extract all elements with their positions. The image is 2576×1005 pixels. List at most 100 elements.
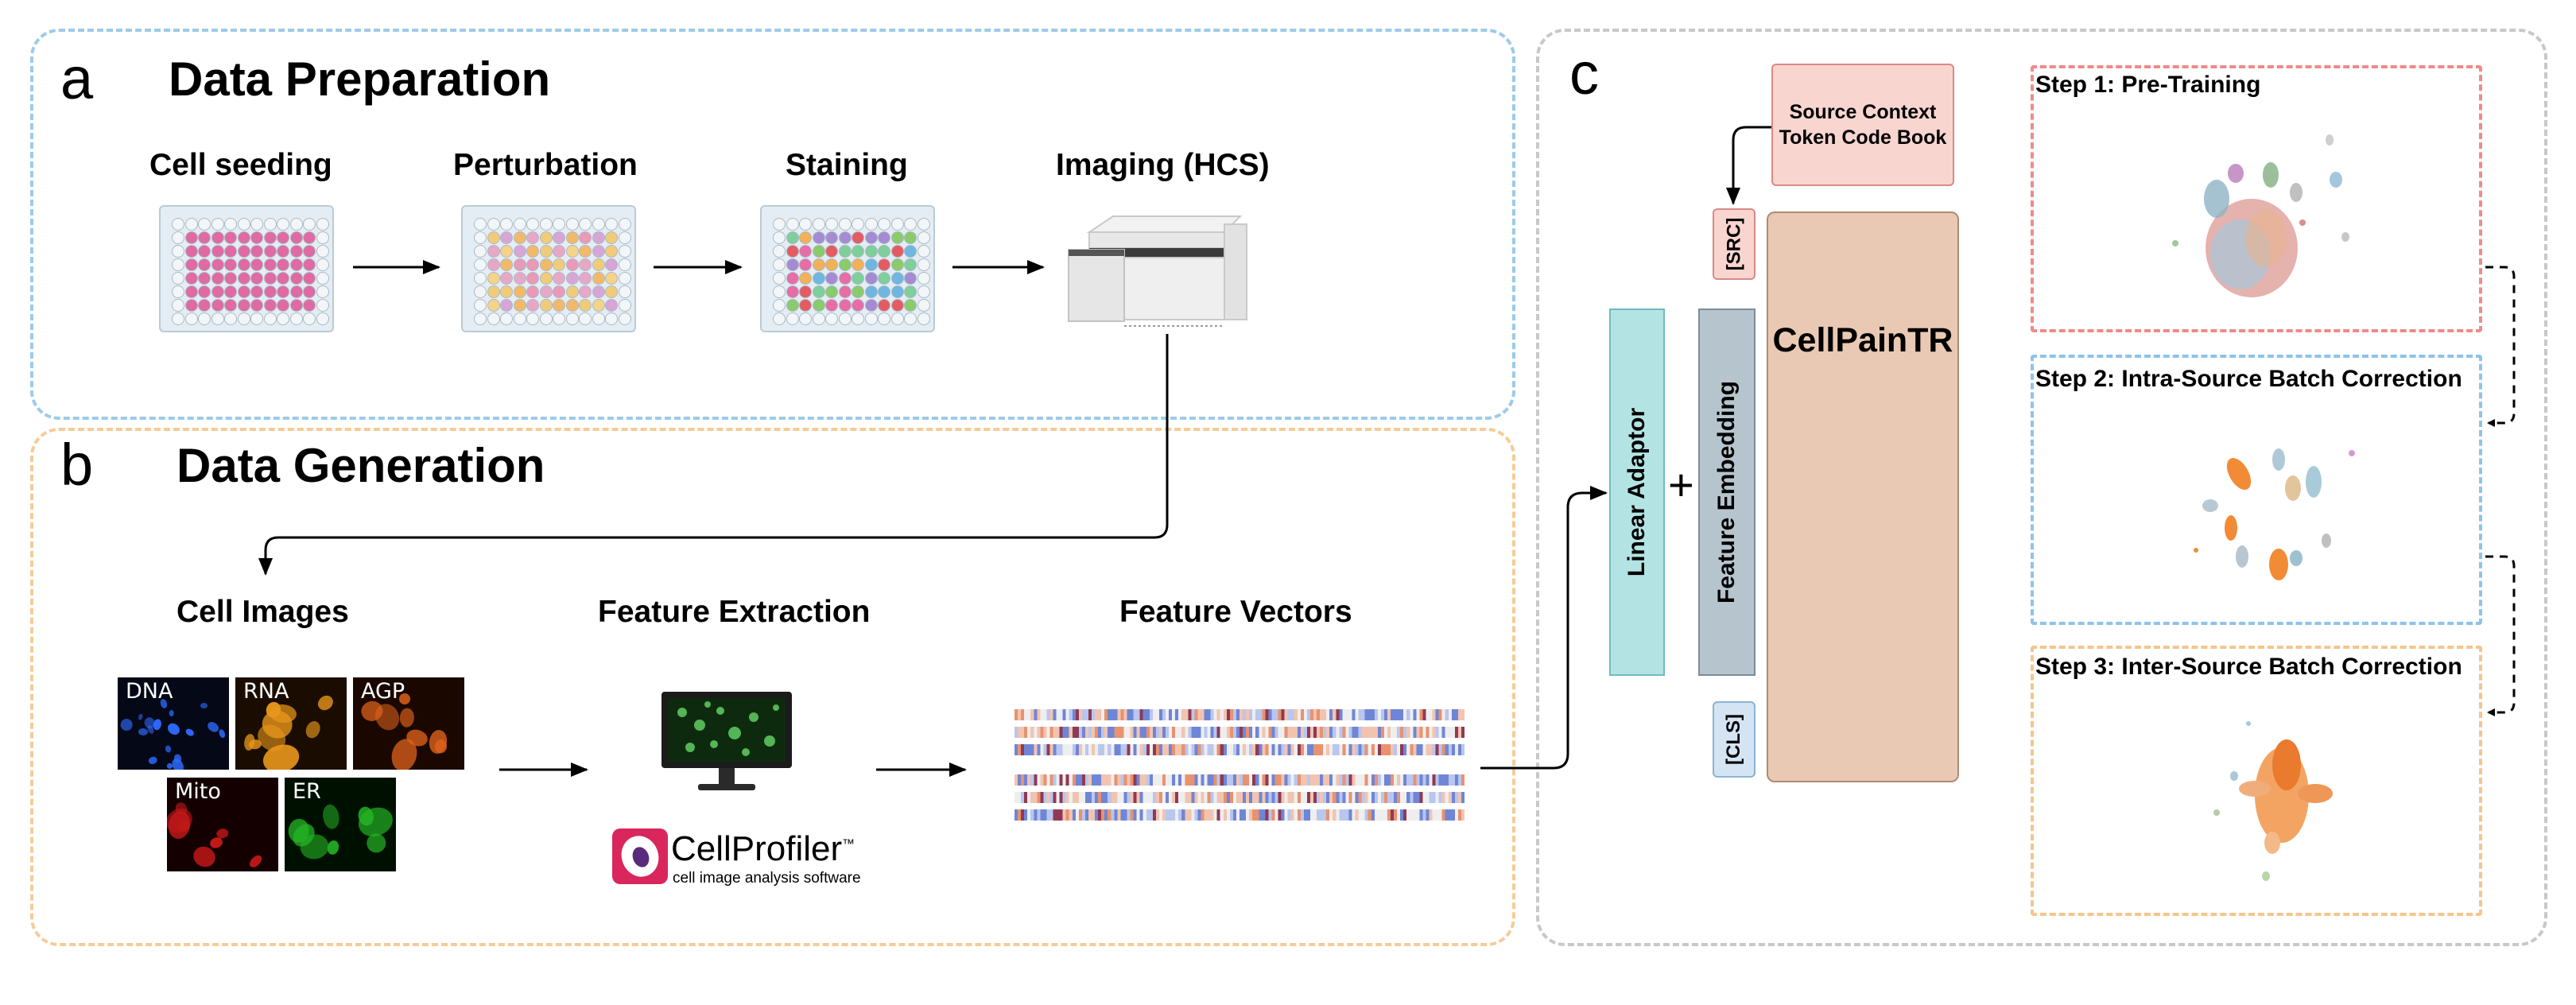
plate-well [878,218,890,231]
plate-well [838,231,852,244]
plate-well [579,272,592,285]
plate-well [184,218,198,231]
plate-well [513,299,526,312]
plate-well [263,231,277,244]
plate-well [526,231,539,244]
arrow-vectors-to-linear-adaptor [1480,486,1608,770]
plate-well [852,312,864,325]
plate-well [838,258,852,271]
umap-step2-plot [2194,448,2355,580]
step-cell-seeding-label: Cell seeding [149,148,332,182]
plate-well [852,272,864,285]
plate-well [289,312,303,325]
plate-well [553,312,565,325]
plate-well [605,312,618,325]
agp-channel-label: AGP [361,679,405,704]
plate-well [592,312,605,325]
plate-well [250,231,263,244]
plate-well [184,231,198,244]
plate-well [852,231,864,244]
plate-well [224,231,237,244]
plate-well [172,312,184,325]
plate-well [513,312,526,325]
plate-well [565,218,579,231]
plate-well [773,218,786,231]
plate-well [500,245,513,258]
plate-well [184,245,198,258]
step-imaging-label: Imaging (HCS) [1056,148,1270,182]
plate-well [211,258,224,271]
codebook-label: Source Context Token Code Book [1779,100,1947,149]
plate-well [825,285,838,298]
plate-well [263,312,277,325]
plate-well [799,258,812,271]
plate-well [526,258,539,271]
feature-vector-strip [1014,709,1465,720]
plate-well [198,312,211,325]
plate-well [487,312,500,325]
plate-well [786,285,799,298]
plate-well [237,231,250,244]
plate-well [864,299,878,312]
well-plate-perturbation [461,205,636,332]
plate-well [812,272,825,285]
arrow-step2-to-step3 [2485,555,2516,716]
plate-well [198,231,211,244]
plate-well [565,258,579,271]
er-channel-label: ER [293,779,321,804]
plate-well [917,258,930,271]
plate-well [799,231,812,244]
plate-well [618,272,631,285]
plate-well [917,312,930,325]
monitor-icon [661,692,792,790]
plate-well [263,218,277,231]
source-context-codebook: Source Context Token Code Book [1771,64,1954,186]
plate-well [224,312,237,325]
feature-vectors-group [1014,709,1465,821]
plate-well [592,231,605,244]
cellprofiler-name-text: CellProfiler [671,829,843,868]
plate-well [513,245,526,258]
rna-channel-image: RNA [235,677,347,770]
plate-well [513,272,526,285]
plate-well [172,245,184,258]
plate-well [786,231,799,244]
panel-a-letter: a [60,45,94,111]
plate-well [250,312,263,325]
plate-well [812,299,825,312]
plate-well [277,285,289,298]
plate-well [277,218,289,231]
panel-b-title: Data Generation [177,439,545,492]
plate-well [237,285,250,298]
plate-well [289,245,303,258]
plate-well [474,258,487,271]
plate-well [303,312,316,325]
plate-well [852,299,864,312]
plate-well [474,299,487,312]
plate-well [618,258,631,271]
plate-well [565,272,579,285]
arrow-imaging-to-cell-images [258,334,1169,576]
plate-well [618,218,631,231]
plate-well [184,285,198,298]
arrow-step1-to-step2 [2485,266,2516,427]
plate-well [500,231,513,244]
cell-images-label: Cell Images [177,595,349,629]
plate-well [263,245,277,258]
plate-well [904,218,917,231]
plate-well [890,258,904,271]
panel-b-letter: b [60,432,94,498]
plate-well [786,258,799,271]
mito-channel-image: Mito [167,778,278,871]
feature-vector-strip [1014,792,1465,803]
er-channel-image: ER [285,778,396,871]
plate-well [799,272,812,285]
plate-well [237,272,250,285]
plus-sign: + [1668,460,1694,510]
plate-well [487,218,500,231]
plate-well [250,285,263,298]
plate-well [263,272,277,285]
plate-well [224,218,237,231]
plate-well [237,312,250,325]
dna-channel-label: DNA [126,679,173,704]
